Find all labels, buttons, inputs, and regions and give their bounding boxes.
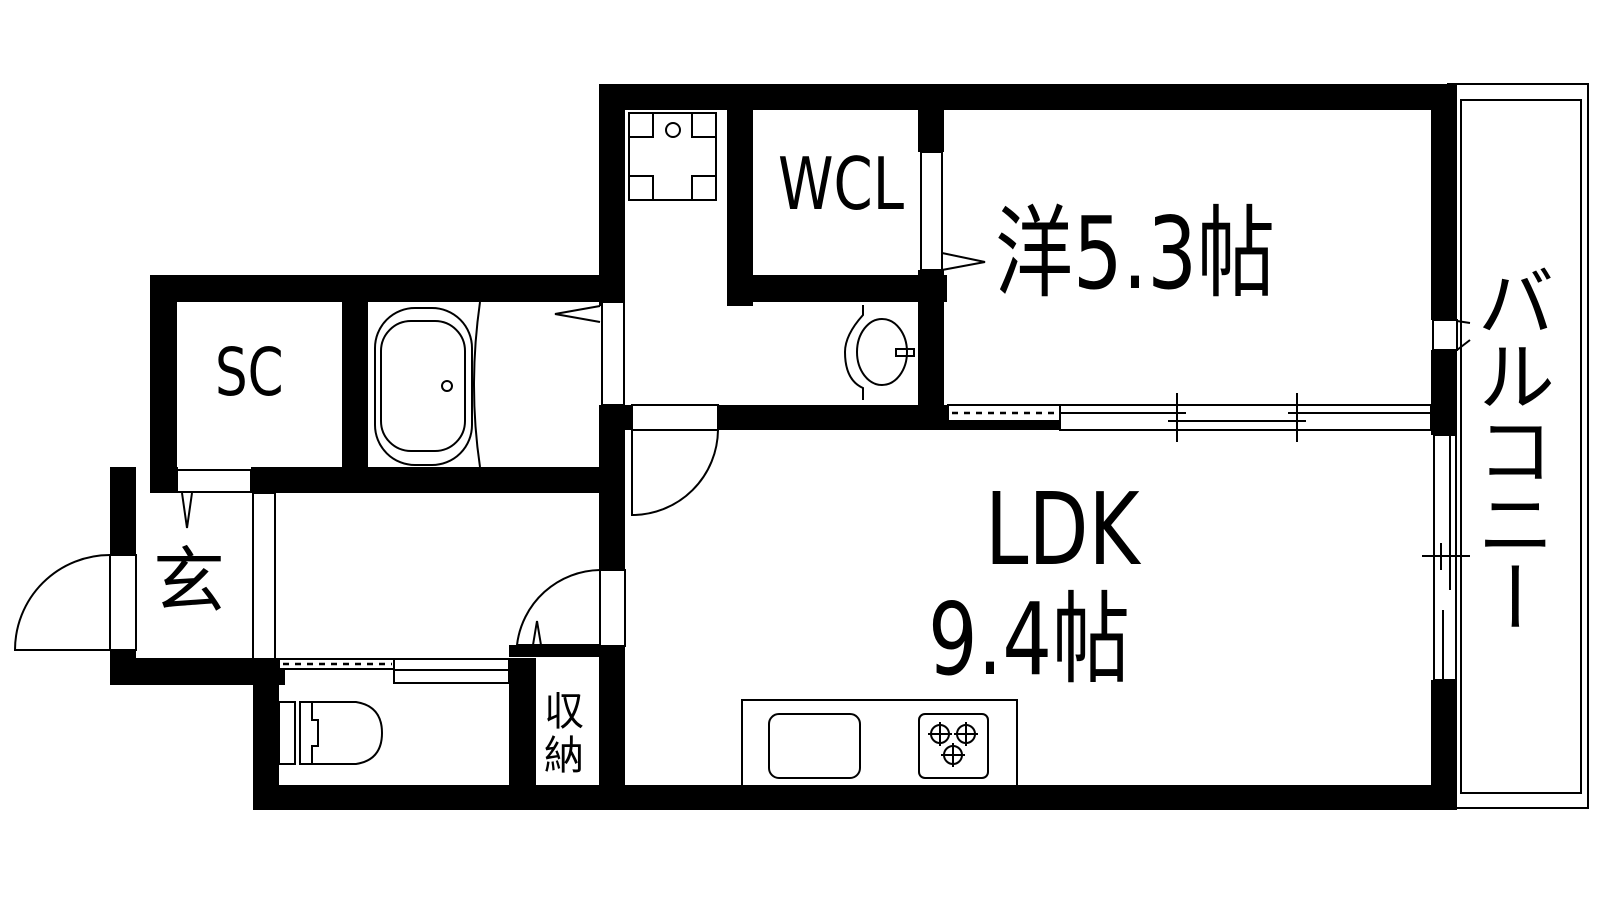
washbasin-icon <box>843 305 915 400</box>
kitchen-counter <box>741 699 1018 789</box>
room-label-western: 洋5.3帖 <box>995 195 1276 312</box>
openings <box>13 151 1471 684</box>
room-label-ldk-size: 9.4帖 <box>928 581 1131 698</box>
washing-machine-pan-icon <box>628 112 717 201</box>
walls <box>110 84 1457 810</box>
room-label-sc: SC <box>215 334 284 411</box>
room-label-storage: 収納 <box>537 690 583 778</box>
toilet-icon <box>278 701 384 765</box>
kitchen-sink-icon <box>768 713 861 779</box>
room-label-entrance: 玄 <box>153 539 226 623</box>
room-label-ldk: LDK <box>985 471 1140 588</box>
room-label-balcony: バルコニー <box>1464 262 1554 632</box>
room-label-wcl: WCL <box>778 142 905 226</box>
bathtub-icon <box>374 301 481 468</box>
gas-stove-icon <box>918 713 989 779</box>
